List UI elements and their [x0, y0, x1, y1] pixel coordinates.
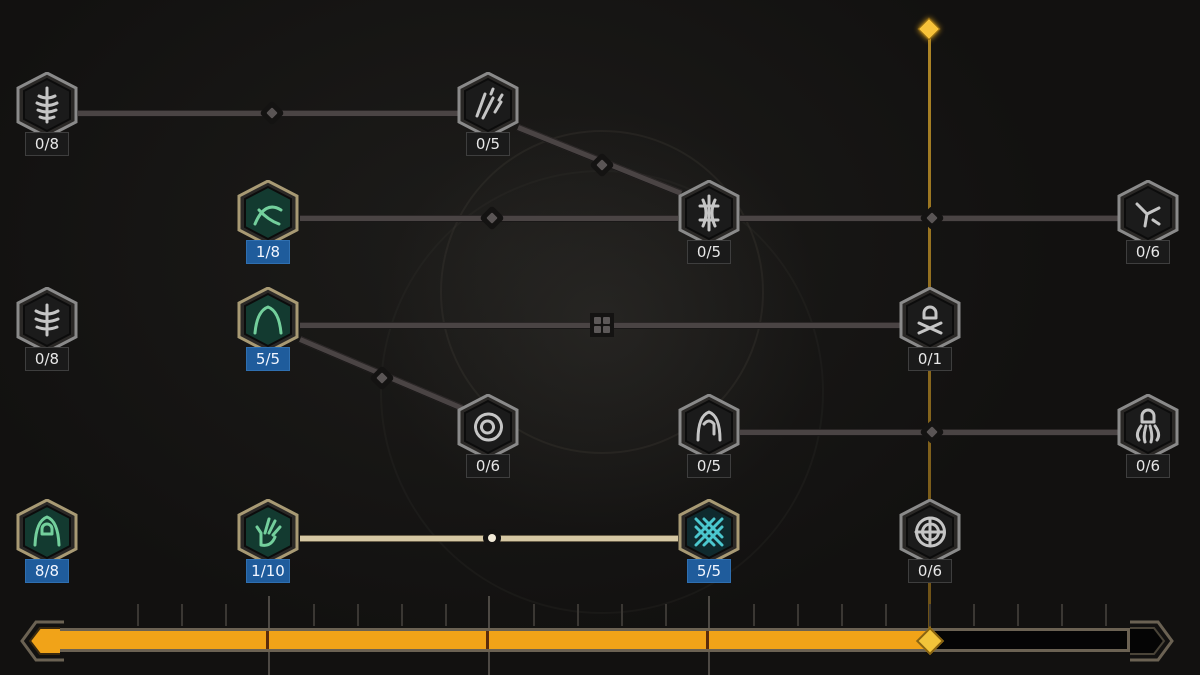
background-ornament	[380, 170, 824, 614]
progress-segment-divider	[486, 631, 489, 649]
progress-tick	[1017, 604, 1019, 626]
skill-rank-label: 0/6	[1126, 240, 1170, 264]
grasping-hands-icon[interactable]	[455, 72, 521, 138]
skill-rank-label: 0/6	[466, 454, 510, 478]
skill-node-n[interactable]: 5/5	[676, 499, 742, 587]
skill-rank-label: 0/8	[25, 132, 69, 156]
progress-tick	[357, 604, 359, 626]
shadow-aura-icon[interactable]	[235, 287, 301, 353]
skill-rank-label: 1/8	[246, 240, 290, 264]
connection-hub-icon	[590, 313, 614, 337]
bone-wheel-icon[interactable]	[897, 499, 963, 565]
progress-tick	[1105, 604, 1107, 626]
progress-tick	[665, 604, 667, 626]
skill-rank-label: 5/5	[246, 347, 290, 371]
progress-tick	[181, 604, 183, 626]
progress-tick	[797, 604, 799, 626]
progress-left-cap-icon	[20, 620, 64, 662]
skill-rank-label: 0/6	[908, 559, 952, 583]
skill-rank-label: 0/1	[908, 347, 952, 371]
skill-node-k[interactable]: 0/6	[1115, 394, 1181, 482]
skill-rank-label: 0/6	[1126, 454, 1170, 478]
skill-node-h[interactable]: 0/1	[897, 287, 963, 375]
skill-node-l[interactable]: 8/8	[14, 499, 80, 587]
skill-rank-label: 0/5	[687, 240, 731, 264]
skull-crossbones-icon[interactable]	[897, 287, 963, 353]
progress-segment-divider	[706, 631, 709, 649]
skill-node-a[interactable]: 0/8	[14, 72, 80, 160]
skill-node-o[interactable]: 0/6	[897, 499, 963, 587]
progress-tick	[577, 604, 579, 626]
skill-node-c[interactable]: 1/8	[235, 180, 301, 268]
skill-rank-label: 5/5	[687, 559, 731, 583]
progress-tick	[929, 604, 931, 626]
skill-node-e[interactable]: 0/6	[1115, 180, 1181, 268]
progress-tick	[533, 604, 535, 626]
spine-icon[interactable]	[14, 72, 80, 138]
cracked-stone-icon[interactable]	[1115, 180, 1181, 246]
skill-node-j[interactable]: 0/5	[676, 394, 742, 482]
progress-tick	[313, 604, 315, 626]
dark-vortex-icon[interactable]	[455, 394, 521, 460]
progress-segment-divider	[266, 631, 269, 649]
skull-tentacles-icon[interactable]	[1115, 394, 1181, 460]
skill-node-g[interactable]: 5/5	[235, 287, 301, 375]
progress-tick	[885, 604, 887, 626]
skill-rank-label: 0/8	[25, 347, 69, 371]
spectral-hand-icon[interactable]	[235, 499, 301, 565]
progress-tick	[753, 604, 755, 626]
skeleton-torso-icon[interactable]	[14, 287, 80, 353]
skill-node-f[interactable]: 0/8	[14, 287, 80, 375]
progress-tick	[137, 604, 139, 626]
progress-tick	[225, 604, 227, 626]
bone-sigil-icon[interactable]	[676, 180, 742, 246]
hooded-figure-icon[interactable]	[676, 394, 742, 460]
progress-tick	[445, 604, 447, 626]
green-blight-icon[interactable]	[235, 180, 301, 246]
skill-node-b[interactable]: 0/5	[455, 72, 521, 160]
skill-rank-label: 1/10	[246, 559, 290, 583]
green-reaper-icon[interactable]	[14, 499, 80, 565]
skill-node-i[interactable]: 0/6	[455, 394, 521, 482]
crossed-blades-icon[interactable]	[676, 499, 742, 565]
progress-tick	[973, 604, 975, 626]
skill-node-m[interactable]: 1/10	[235, 499, 301, 587]
skill-rank-label: 8/8	[25, 559, 69, 583]
progress-tick	[1061, 604, 1063, 626]
skill-rank-label: 0/5	[466, 132, 510, 156]
progress-tick	[621, 604, 623, 626]
progress-right-cap-icon	[1130, 620, 1174, 662]
progress-tick	[841, 604, 843, 626]
progress-tick	[401, 604, 403, 626]
skill-node-d[interactable]: 0/5	[676, 180, 742, 268]
skill-rank-label: 0/5	[687, 454, 731, 478]
